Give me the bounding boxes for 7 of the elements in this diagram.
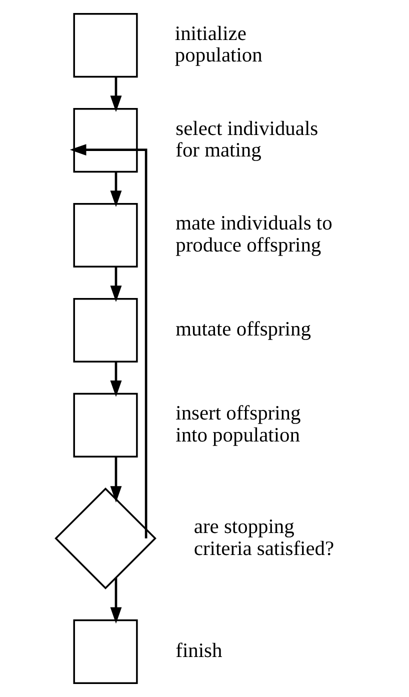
node-label: mutate offspring: [176, 318, 311, 341]
node-label: mate individuals to produce offspring: [176, 212, 332, 257]
node-label: initialize population: [174, 22, 262, 67]
node-label: finish: [176, 640, 222, 662]
node-label: are stopping criteria satisfied?: [194, 516, 334, 560]
node-label: select individuals for mating: [176, 118, 318, 162]
node-label: insert offspring into population: [176, 402, 301, 447]
